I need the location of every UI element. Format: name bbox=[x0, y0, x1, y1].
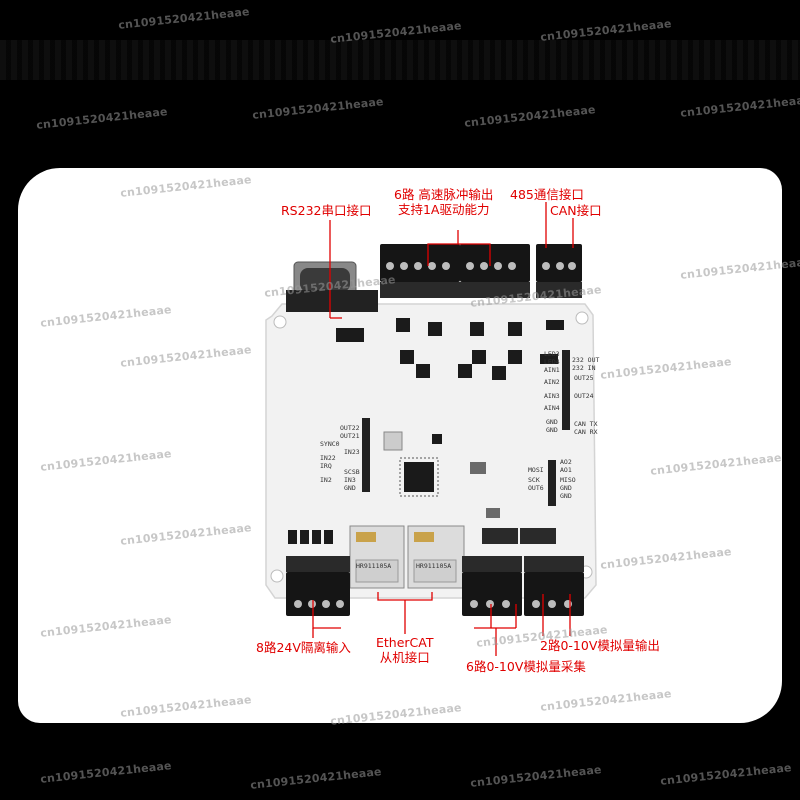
rj45-module-right bbox=[407, 525, 465, 589]
pin-label-right: GND bbox=[546, 426, 558, 434]
pin-label-left: GND bbox=[344, 484, 356, 492]
passive-components bbox=[383, 431, 556, 544]
pin-label-right: AIN3 bbox=[544, 392, 560, 400]
spi-label-right: AO2 bbox=[560, 458, 572, 466]
pin-label-right-b: 232 OUT bbox=[572, 356, 599, 364]
pin-label-right-b: CAN TX bbox=[574, 420, 598, 428]
pin-header-left bbox=[362, 418, 370, 492]
ethercat-callout: EtherCAT 从机接口 bbox=[376, 635, 434, 665]
pin-label-left: IN22 bbox=[320, 454, 336, 462]
terminal-block-pulse-right bbox=[460, 244, 530, 298]
pin-label-right: AIN2 bbox=[544, 378, 560, 386]
pin-header-spi bbox=[548, 460, 556, 506]
board-outline bbox=[265, 303, 597, 599]
analog-input-callout: 6路0-10V模拟量采集 bbox=[466, 659, 586, 674]
pin-label-left: IN23 bbox=[344, 448, 360, 456]
rj45-module-left bbox=[349, 525, 405, 589]
pin-header-right bbox=[562, 350, 570, 430]
pin-label-left: IN2 bbox=[320, 476, 332, 484]
spi-label-right: GND bbox=[560, 484, 572, 492]
terminal-screws bbox=[386, 262, 576, 270]
rs232-callout: RS232串口接口 bbox=[281, 203, 372, 218]
pin-label-left: IN3 bbox=[344, 476, 356, 484]
optocoupler-row bbox=[288, 530, 333, 544]
pin-label-right: AIN1 bbox=[544, 366, 560, 374]
spi-label-right: GND bbox=[560, 492, 572, 500]
pulse-output-line2: 支持1A驱动能力 bbox=[397, 202, 490, 217]
pulse-output-line1: 6路 高速脉冲输出 bbox=[394, 187, 494, 202]
pin-label-left: OUT21 bbox=[340, 432, 360, 440]
pin-label-right-b: OUT25 bbox=[574, 374, 594, 382]
can-callout: CAN接口 bbox=[550, 203, 602, 218]
spi-label-right: MISO bbox=[560, 476, 576, 484]
isolated-input-callout: 8路24V隔离输入 bbox=[256, 640, 351, 655]
spi-label-left: OUT6 bbox=[528, 484, 544, 492]
background-text-strip bbox=[0, 40, 800, 80]
pulse-output-callout: 6路 高速脉冲输出 支持1A驱动能力 bbox=[394, 187, 493, 217]
pin-label-left: IRQ bbox=[320, 462, 332, 470]
pin-label-left: SYNC0 bbox=[320, 440, 340, 448]
spi-label-left: SCK bbox=[528, 476, 540, 484]
spi-label-left: MOSI bbox=[528, 466, 544, 474]
spi-label-right: AO1 bbox=[560, 466, 572, 474]
mounting-hole bbox=[575, 311, 589, 325]
terminal-block-pulse-left bbox=[380, 244, 460, 298]
eth-module-label-right: HR911105A bbox=[416, 562, 451, 570]
pin-label-right: GND bbox=[546, 418, 558, 426]
ethercat-line2: 从机接口 bbox=[379, 650, 430, 665]
rs485-callout: 485通信接口 bbox=[510, 187, 584, 202]
eth-module-label-left: HR911105A bbox=[356, 562, 391, 570]
terminal-block-input bbox=[286, 556, 350, 616]
analog-output-callout: 2路0-10V模拟量输出 bbox=[540, 638, 660, 653]
pin-label-right: AIN4 bbox=[544, 404, 560, 412]
ethercat-line1: EtherCAT bbox=[376, 635, 434, 650]
main-mcu bbox=[399, 457, 439, 497]
pin-label-right-b: 232 IN bbox=[572, 364, 596, 372]
pin-label-left: SCSB bbox=[344, 468, 360, 476]
mounting-hole bbox=[273, 315, 287, 329]
pin-label-right: LED3 bbox=[544, 350, 560, 358]
ic-chips bbox=[336, 318, 564, 444]
mounting-hole bbox=[270, 569, 284, 583]
pin-label-left: OUT22 bbox=[340, 424, 360, 432]
pin-label-right-b: OUT24 bbox=[574, 392, 594, 400]
db9-connector bbox=[286, 261, 378, 312]
callout-lines bbox=[312, 202, 574, 656]
pin-label-right: LED4 bbox=[544, 358, 560, 366]
pin-label-right-b: CAN RX bbox=[574, 428, 598, 436]
